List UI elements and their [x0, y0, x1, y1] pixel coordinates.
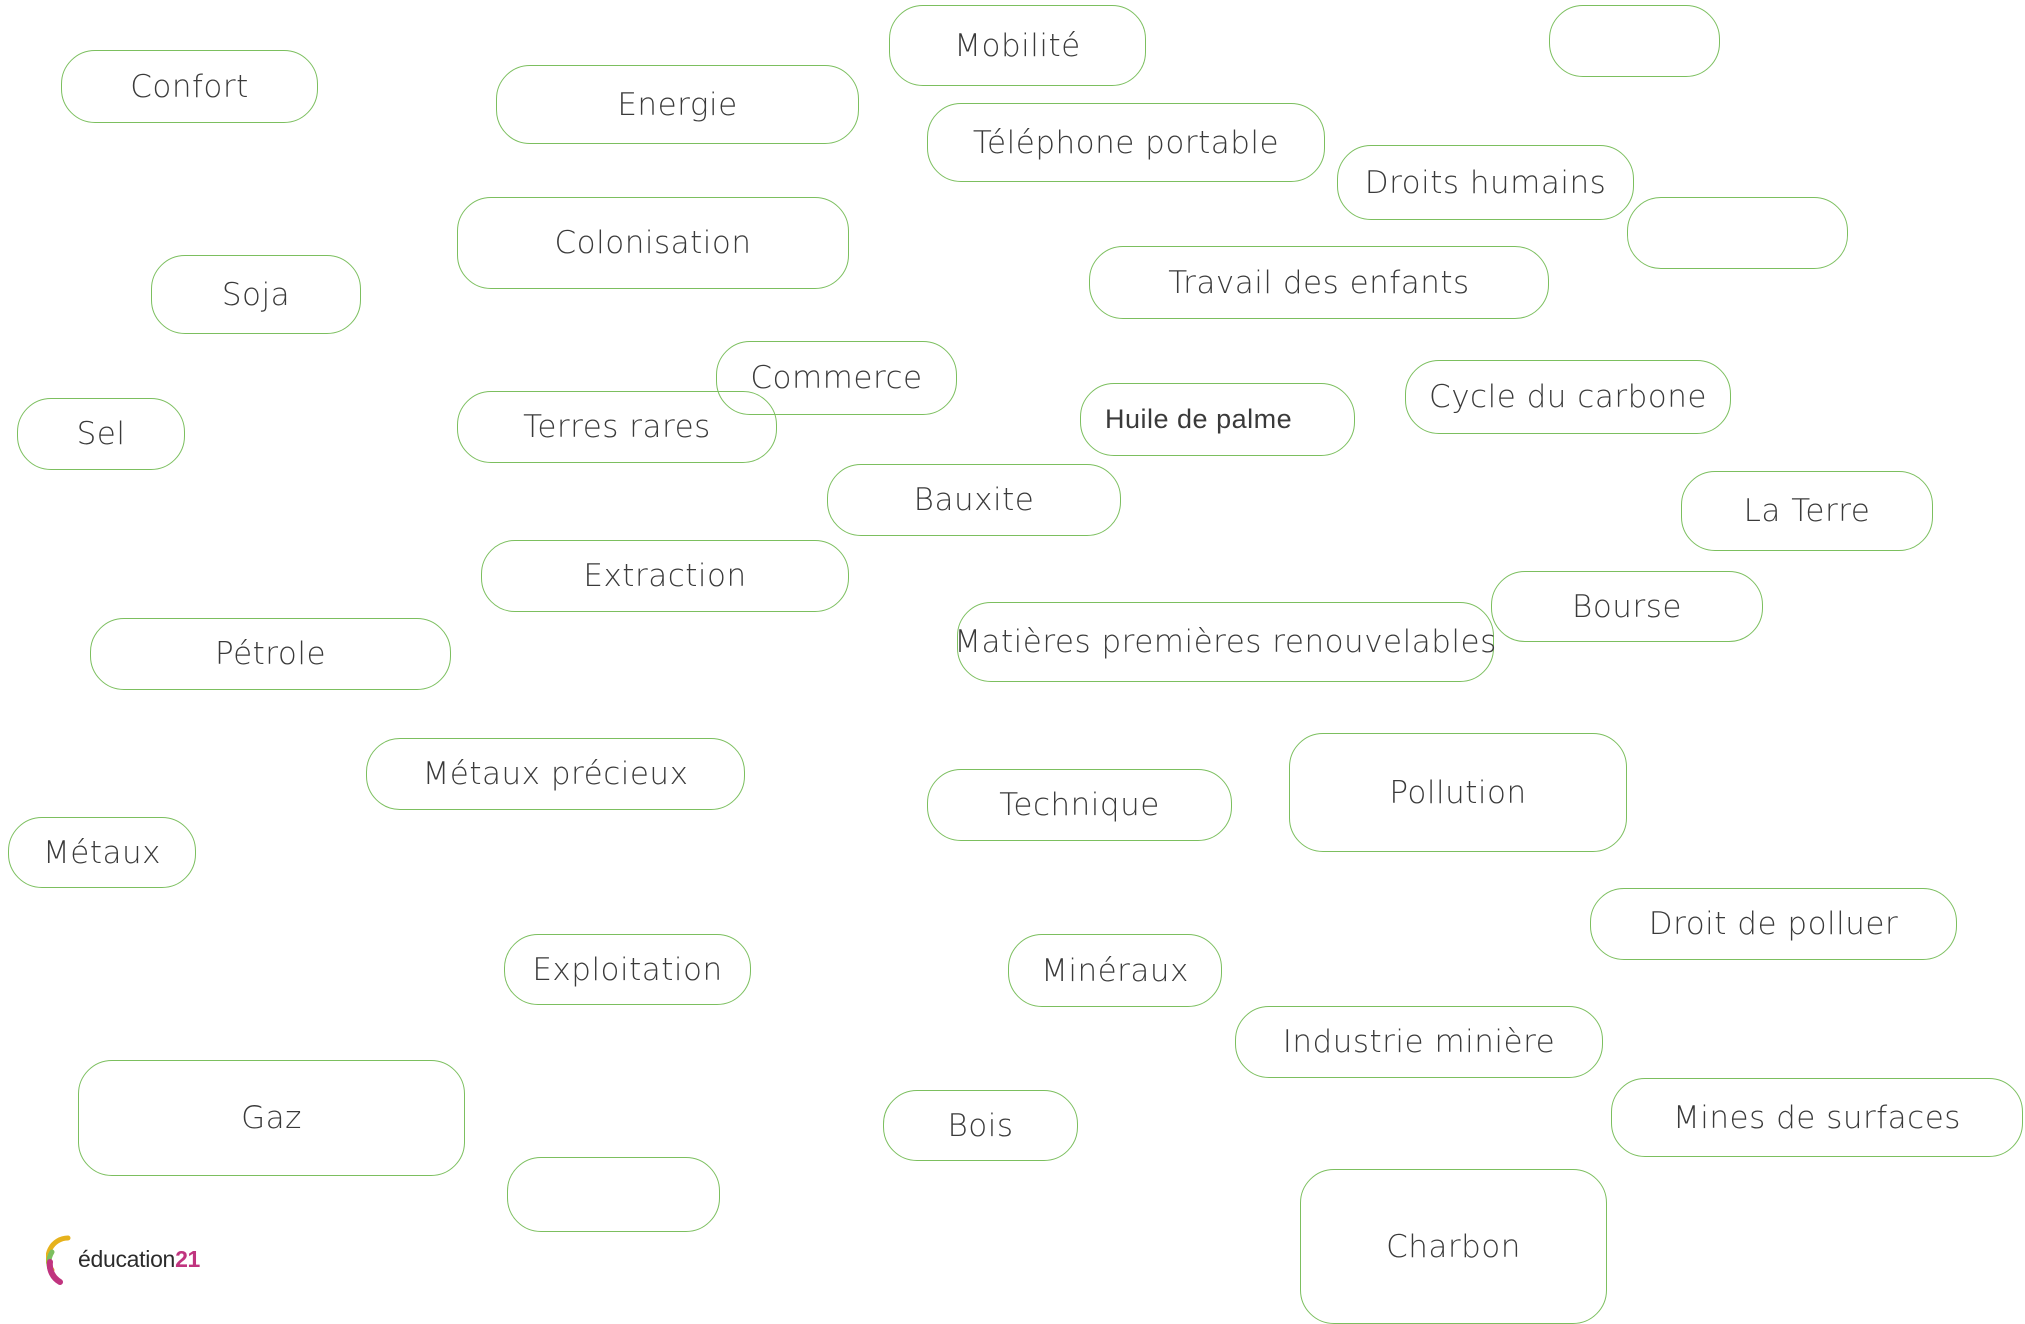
tag-bois[interactable]: Bois	[883, 1090, 1078, 1161]
tag-mineraux[interactable]: Minéraux	[1008, 934, 1222, 1007]
tag-metaux[interactable]: Métaux	[8, 817, 196, 888]
tag-mines-de-surfaces[interactable]: Mines de surfaces	[1611, 1078, 2023, 1157]
tag-telephone-portable[interactable]: Téléphone portable	[927, 103, 1325, 182]
tag-pollution[interactable]: Pollution	[1289, 733, 1627, 852]
tag-droit-de-polluer[interactable]: Droit de polluer	[1590, 888, 1957, 960]
tag-gaz[interactable]: Gaz	[78, 1060, 465, 1176]
tag-confort[interactable]: Confort	[61, 50, 318, 123]
tag-extraction[interactable]: Extraction	[481, 540, 849, 612]
logo-number: 21	[175, 1245, 201, 1272]
tag-la-terre[interactable]: La Terre	[1681, 471, 1933, 551]
tag-technique[interactable]: Technique	[927, 769, 1232, 841]
tag-terres-rares[interactable]: Terres rares	[457, 391, 777, 463]
logo-wordmark: éducation21	[78, 1246, 200, 1273]
tag-petrole[interactable]: Pétrole	[90, 618, 451, 690]
tag-droits-humains[interactable]: Droits humains	[1337, 145, 1634, 220]
tag-industrie-miniere[interactable]: Industrie minière	[1235, 1006, 1603, 1078]
tag-bourse[interactable]: Bourse	[1491, 571, 1763, 642]
tag-charbon[interactable]: Charbon	[1300, 1169, 1607, 1324]
tag-energie[interactable]: Energie	[496, 65, 859, 144]
tag-colonisation[interactable]: Colonisation	[457, 197, 849, 289]
tag-travail-des-enfants[interactable]: Travail des enfants	[1089, 246, 1549, 319]
tag-mobilite[interactable]: Mobilité	[889, 5, 1146, 86]
logo-text: éducation	[78, 1245, 176, 1272]
tag-huile-de-palme[interactable]: Huile de palme	[1080, 383, 1355, 456]
tag-blank-right-upper[interactable]	[1627, 197, 1848, 269]
tag-sel[interactable]: Sel	[17, 398, 185, 470]
tag-blank-top-right[interactable]	[1549, 5, 1720, 77]
tag-cycle-du-carbone[interactable]: Cycle du carbone	[1405, 360, 1731, 434]
tag-matieres-premieres-renouvelables[interactable]: Matières premières renouvelables	[954, 602, 1496, 682]
tag-soja[interactable]: Soja	[151, 255, 361, 334]
tag-bauxite[interactable]: Bauxite	[827, 464, 1121, 536]
tag-exploitation[interactable]: Exploitation	[504, 934, 751, 1005]
education21-logo: éducation21	[46, 1232, 200, 1286]
tag-metaux-precieux[interactable]: Métaux précieux	[366, 738, 745, 810]
education21-logo-icon	[46, 1235, 71, 1285]
tag-blank-bottom-left[interactable]	[507, 1157, 720, 1232]
